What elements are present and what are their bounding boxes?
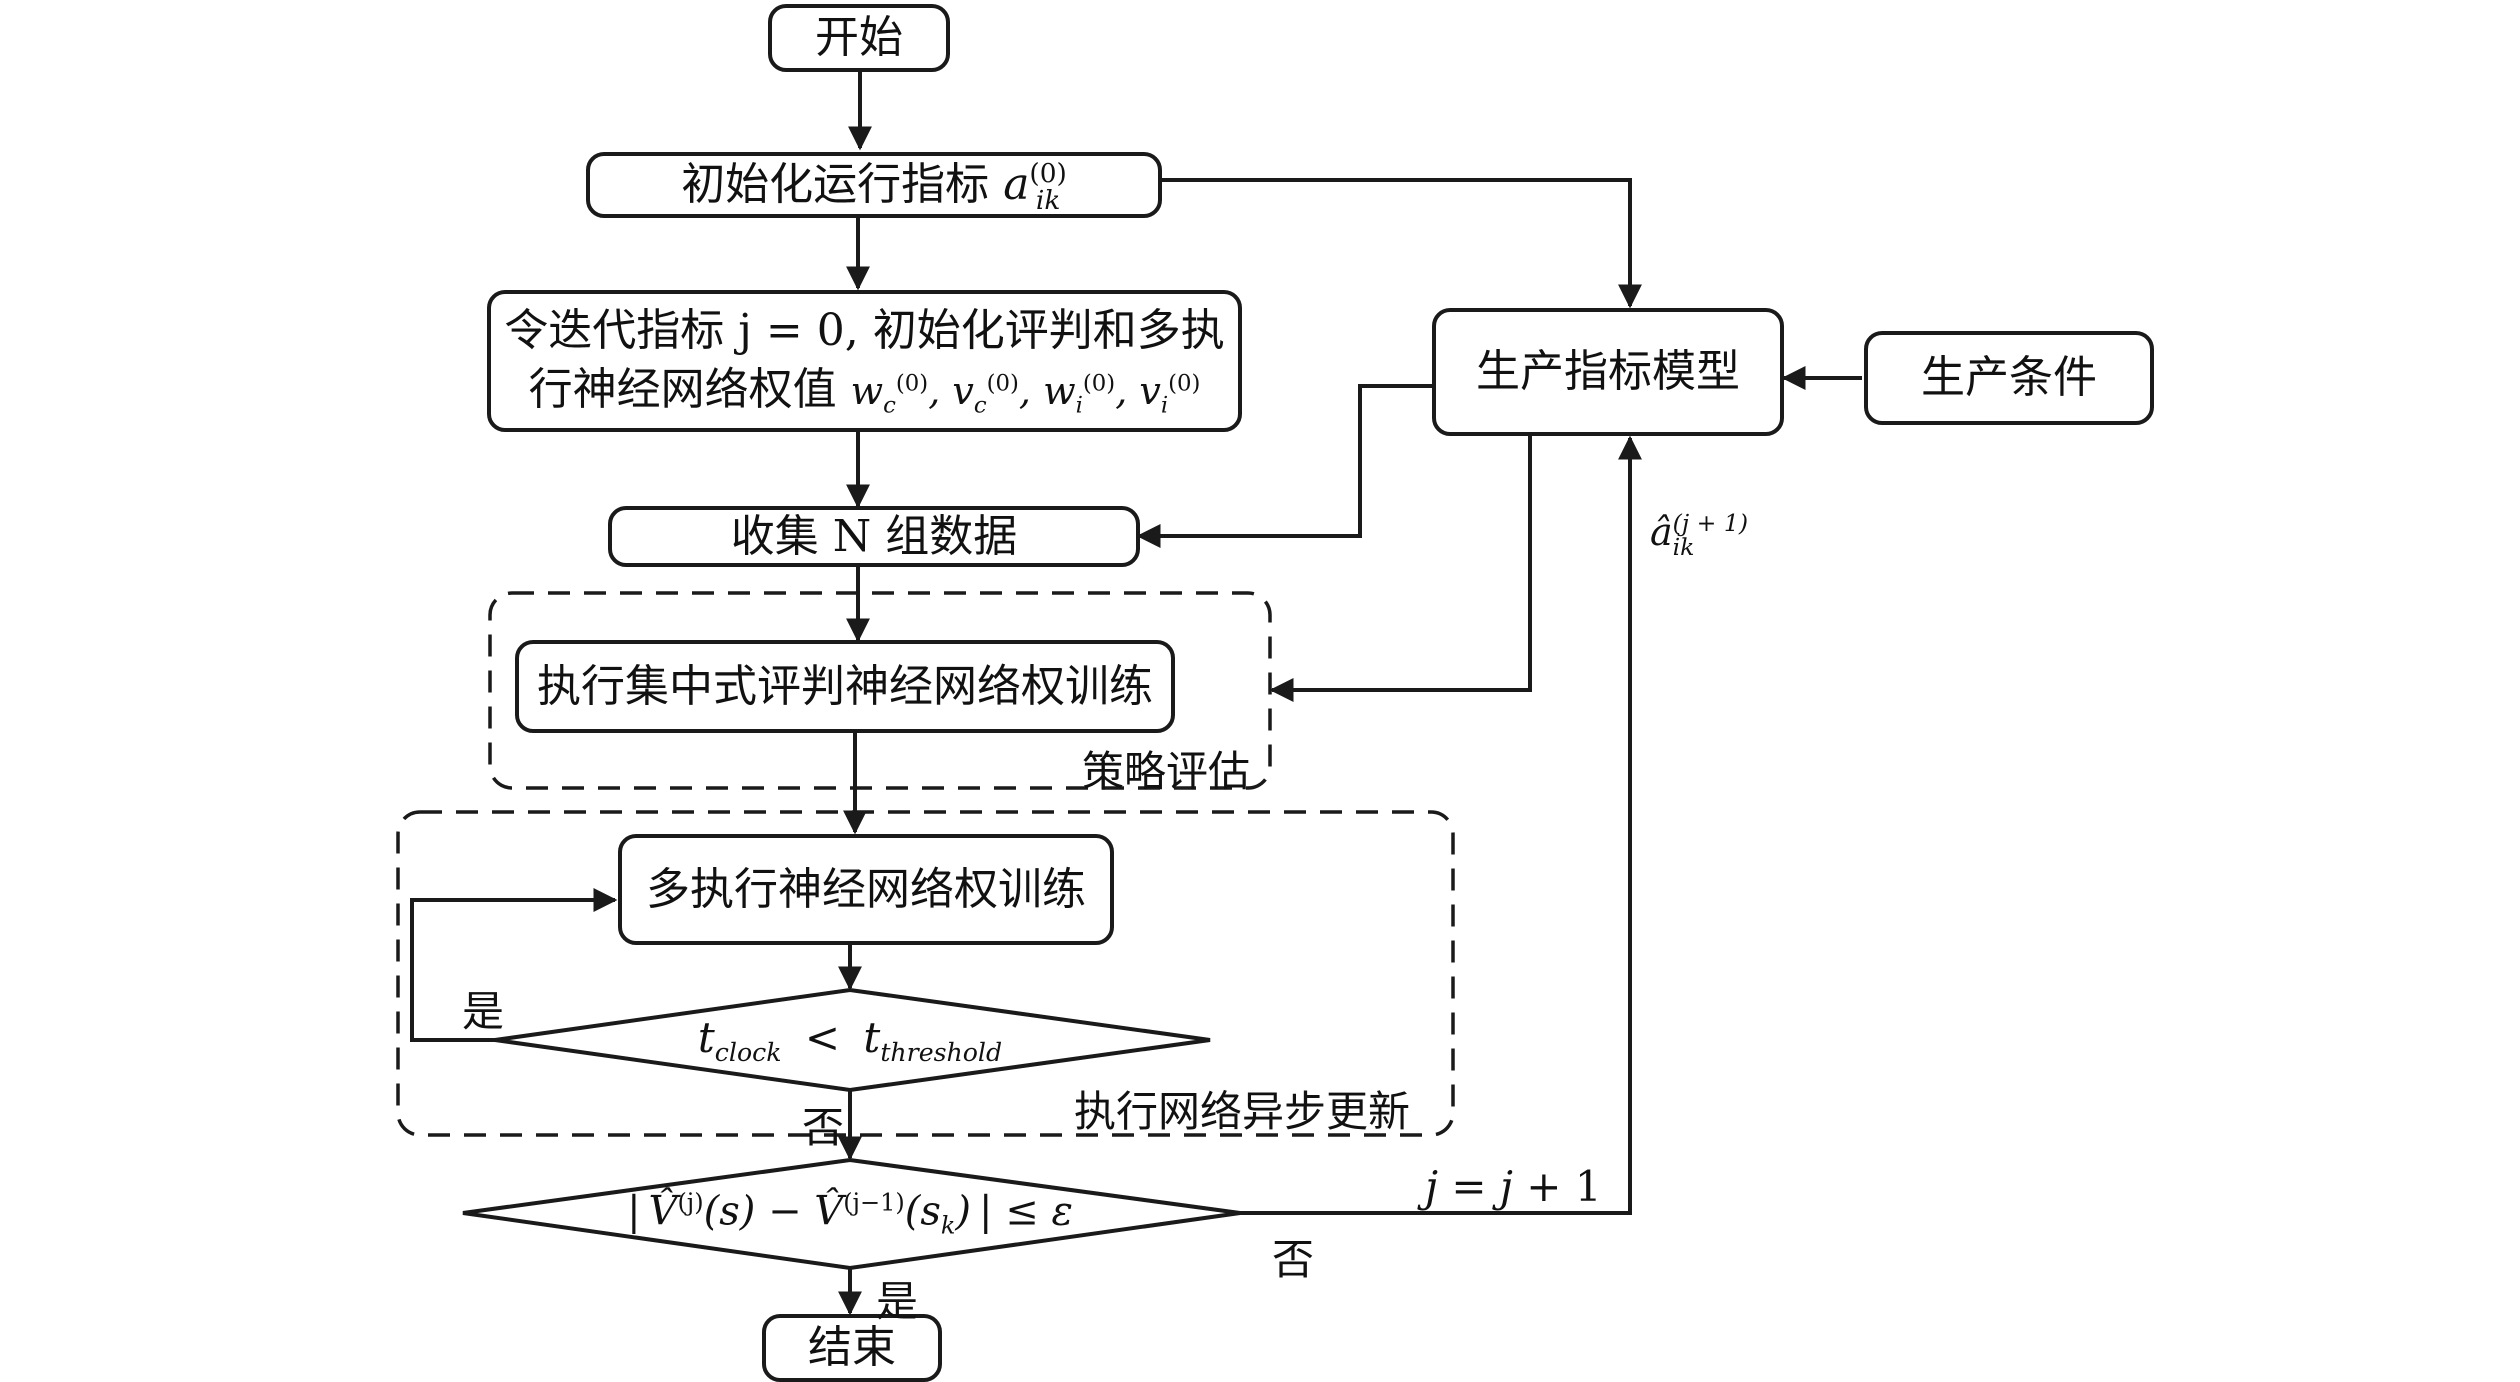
edge-model-collect [1136,384,1432,548]
time-check-label: tclock < tthreshold [697,1012,1003,1068]
edge-model-critic [1269,436,1532,702]
edge-yes-loop [410,888,618,1042]
actor-train-node: 多执行神经网络权训练 [618,834,1114,945]
end-label: 结束 [808,1322,896,1374]
no-time-label: 否 [802,1103,845,1152]
j-update-label: j = j + 1 [1425,1162,1602,1211]
init-index-node: 初始化运行指标 a(0)ik [586,152,1162,218]
actor-train-label: 多执行神经网络权训练 [646,863,1086,915]
collect-label: 收集 N 组数据 [730,510,1018,562]
yes-loop-label: 是 [462,987,505,1036]
edge-no-converge [1240,435,1642,1215]
collect-node: 收集 N 组数据 [608,506,1140,567]
critic-train-node: 执行集中式评判神经网络权训练 [515,640,1175,733]
init-weights-line2: 行神经网络权值 wc(0), vc(0), wi(0), vi(0) [528,364,1201,419]
async-update-label: 执行网络异步更新 [1074,1087,1411,1136]
production-conditions-node: 生产条件 [1864,331,2154,425]
no-converge-label: 否 [1272,1235,1315,1284]
production-conditions-label: 生产条件 [1921,352,2097,404]
init-weights-vars: wc(0), vc(0), wi(0), vi(0) [850,369,1201,419]
production-model-node: 生产指标模型 [1432,308,1784,436]
critic-train-label: 执行集中式评判神经网络权训练 [537,660,1153,712]
yes-converge-label: 是 [876,1277,919,1326]
time-check-diamond [494,987,1211,1093]
init-index-label: 初始化运行指标 [681,159,990,211]
policy-eval-label: 策略评估 [1082,747,1251,796]
init-weights-line1: 令迭代指标 j = 0, 初始化评判和多执 [504,304,1225,356]
production-model-label: 生产指标模型 [1476,346,1740,398]
edge-init-model [1160,178,1642,309]
async-update-group [396,810,1455,1137]
convergence-label: | V̂(j)(s) − V̂(j−1)(sk) | ≤ ε [627,1188,1073,1240]
start-node: 开始 [768,4,950,72]
init-index-symbol: a(0)ik [1003,158,1067,216]
start-label: 开始 [815,12,903,64]
init-weights-node: 令迭代指标 j = 0, 初始化评判和多执 行神经网络权值 wc(0), vc(… [487,290,1242,432]
a-hat-label: â(j + 1)ik [1650,508,1749,561]
